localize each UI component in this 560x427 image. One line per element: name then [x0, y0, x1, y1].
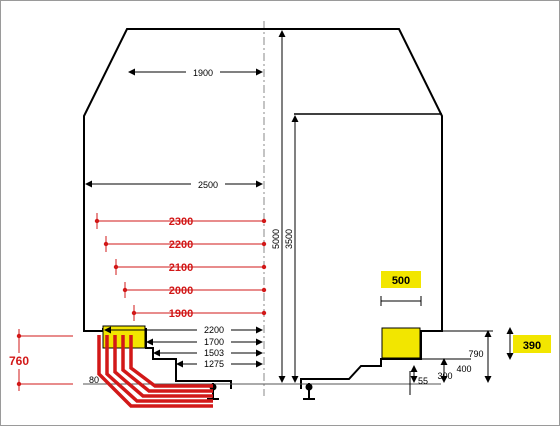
red-footing-bars: [97, 335, 213, 408]
dim-400: 400: [456, 364, 471, 374]
red-level-2000: 2000: [169, 285, 193, 297]
yellow-width-label: 500: [392, 275, 410, 287]
red-side-760: 760: [9, 354, 29, 368]
yellow-clearance-right: [381, 327, 421, 359]
yellow-label-390-bg: [513, 335, 551, 353]
red-760-dot: [16, 381, 22, 387]
dim-top-width: 1900: [193, 68, 213, 78]
red-level-1900: 1900: [169, 308, 193, 320]
wheel-right: [305, 383, 313, 391]
dim-2200-low: 2200: [204, 325, 224, 335]
red-level-2300: 2300: [169, 216, 193, 228]
dim-height-side: 3500: [284, 229, 294, 249]
red-760-dot: [16, 333, 22, 339]
dim-300: 300: [437, 371, 452, 381]
dim-1700: 1700: [204, 337, 224, 347]
red-width-levels: 2300 2200 2100 2000 1900: [94, 213, 267, 321]
dim-bg: [197, 357, 231, 369]
dim-height-total: 5000: [271, 229, 281, 249]
dim-1275: 1275: [204, 359, 224, 369]
gauge-outline-right: [264, 28, 443, 389]
red-level-2100: 2100: [169, 262, 193, 274]
red-760-bg: [4, 353, 34, 369]
dim-bg: [197, 335, 231, 347]
dim-body-width: 2500: [198, 180, 218, 190]
floor-label: 80: [89, 375, 99, 385]
dim-bg: [186, 65, 220, 78]
dim-790: 790: [468, 349, 483, 359]
dim-1503: 1503: [204, 348, 224, 358]
red-level-2200: 2200: [169, 239, 193, 251]
dim-55: 55: [418, 376, 428, 386]
yellow-label-500-bg: [381, 271, 421, 288]
dim-bg: [197, 346, 231, 358]
dim-bg: [191, 177, 225, 190]
dim-bg: [197, 323, 231, 335]
yellow-height-label: 390: [523, 340, 541, 352]
